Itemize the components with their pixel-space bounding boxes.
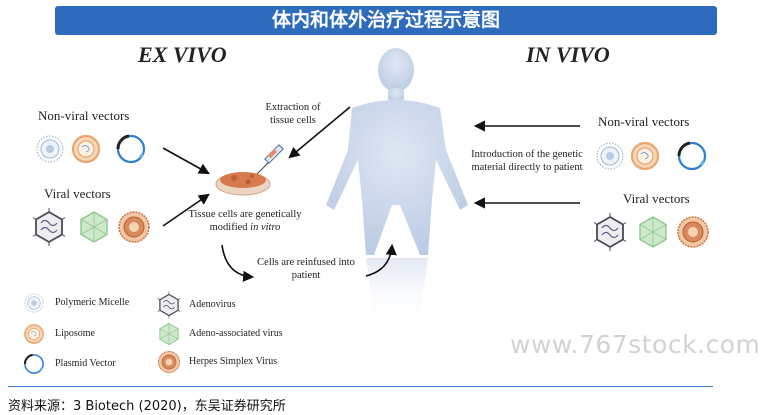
legend-micelle-icon (24, 293, 44, 313)
legend-label-liposome: Liposome (55, 328, 95, 339)
plasmid-icon (116, 134, 146, 164)
arrow-non-viral-to-dish (162, 147, 210, 175)
liposome-icon (71, 134, 101, 164)
in-vivo-viral-label: Viral vectors (623, 191, 690, 206)
ex-vivo-heading: EX VIVO (138, 42, 227, 67)
legend-aav-icon (159, 323, 179, 345)
modified-line2-prefix: modified (209, 222, 251, 233)
herpes-icon (118, 211, 150, 243)
micelle-icon (596, 142, 624, 170)
legend-label-micelle: Polymeric Micelle (55, 297, 130, 308)
legend-label-aav: Adeno-associated virus (189, 328, 283, 339)
legend-label-adenovirus: Adenovirus (189, 299, 236, 310)
legend-label-plasmid: Plasmid Vector (55, 358, 116, 369)
divider (8, 386, 713, 387)
introduction-label: Introduction of the genetic material dir… (471, 149, 583, 173)
in-vivo-heading: IN VIVO (526, 42, 610, 67)
ex-vivo-viral-label: Viral vectors (44, 186, 111, 201)
legend-label-herpes: Herpes Simplex Virus (189, 356, 278, 367)
micelle-icon (36, 135, 64, 163)
modified-label: Tissue cells are genetically modified in… (180, 208, 310, 234)
adenovirus-icon (593, 212, 627, 252)
arrow-extraction (288, 106, 351, 159)
aav-icon (80, 211, 108, 243)
petri-dish-icon (215, 172, 271, 196)
modified-line2-italic: in vitro (250, 222, 281, 233)
legend-plasmid-icon (23, 353, 45, 375)
liposome-icon (630, 141, 660, 171)
aav-icon (639, 216, 667, 248)
watermark: www.767stock.com (510, 330, 761, 359)
body-reflection (366, 258, 428, 330)
extraction-label: Extraction of tissue cells (265, 102, 321, 126)
ex-vivo-non-viral-label: Non-viral vectors (38, 108, 130, 123)
legend-liposome-icon (24, 324, 44, 344)
herpes-icon (677, 216, 709, 248)
plasmid-icon (677, 141, 707, 171)
legend-adenovirus-icon (157, 291, 181, 319)
title-banner: 体内和体外治疗过程示意图 (55, 6, 717, 35)
arrow-reinfuse-left (221, 244, 255, 282)
reinfused-label: Cells are reinfused into patient (257, 257, 355, 281)
flow-arrows (162, 106, 580, 282)
adenovirus-icon (32, 207, 66, 247)
source-note: 资料来源：3 Biotech (2020)，东吴证券研究所 (8, 399, 286, 414)
arrow-reinfuse-right (365, 243, 397, 277)
in-vivo-non-viral-label: Non-viral vectors (598, 114, 690, 129)
human-body-figure (326, 48, 468, 255)
modified-line1: Tissue cells are genetically (188, 209, 302, 220)
legend-herpes-icon (157, 350, 181, 374)
arrow-viral-to-dish (162, 193, 210, 227)
syringe-icon (256, 144, 284, 175)
